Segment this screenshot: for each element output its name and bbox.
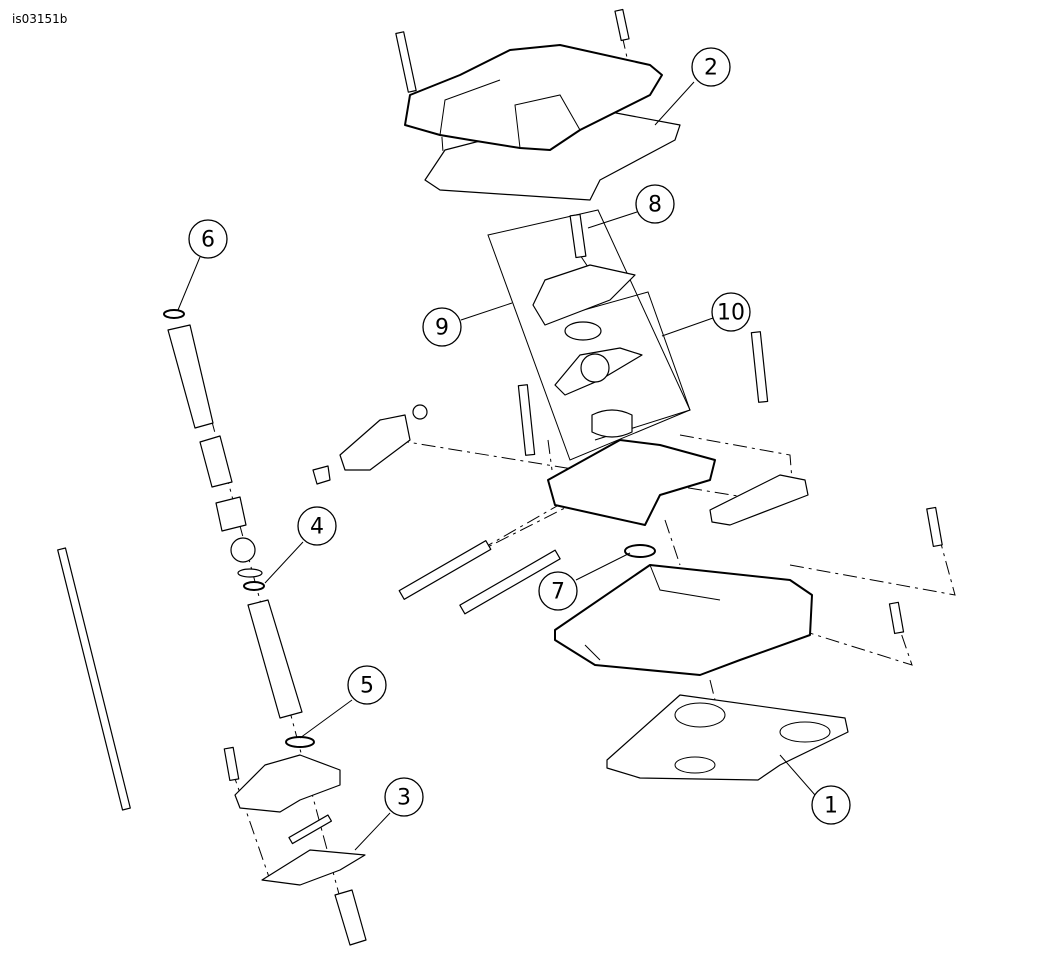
- leader-lines: [177, 81, 816, 851]
- callout-7: 7: [538, 571, 578, 611]
- callout-9-label: 9: [435, 316, 449, 341]
- callout-5: 5: [347, 665, 387, 705]
- callout-8-label: 8: [648, 193, 662, 218]
- callout-10: 10: [711, 292, 751, 332]
- figure-id-label: is03151b: [12, 12, 68, 26]
- callout-3: 3: [384, 777, 424, 817]
- lifter-block-gasket: [606, 694, 849, 781]
- callout-2: 2: [691, 47, 731, 87]
- callout-6: 6: [188, 219, 228, 259]
- callout-4: 4: [297, 506, 337, 546]
- callout-8: 8: [635, 184, 675, 224]
- rocker-cover: [395, 8, 681, 201]
- callout-1-label: 1: [824, 794, 838, 819]
- callout-2-label: 2: [704, 56, 718, 81]
- pushrod-tube-assembly: [57, 309, 367, 946]
- lifter-block: [554, 506, 943, 676]
- callout-4-label: 4: [310, 515, 324, 540]
- callout-9: 9: [422, 307, 462, 347]
- callout-10-label: 10: [717, 301, 745, 326]
- rocker-support: [312, 331, 809, 615]
- breather-assembly: [487, 209, 691, 461]
- callout-1: 1: [811, 785, 851, 825]
- callout-6-label: 6: [201, 228, 215, 253]
- callout-5-label: 5: [360, 674, 374, 699]
- callout-3-label: 3: [397, 786, 411, 811]
- callout-7-label: 7: [551, 580, 565, 605]
